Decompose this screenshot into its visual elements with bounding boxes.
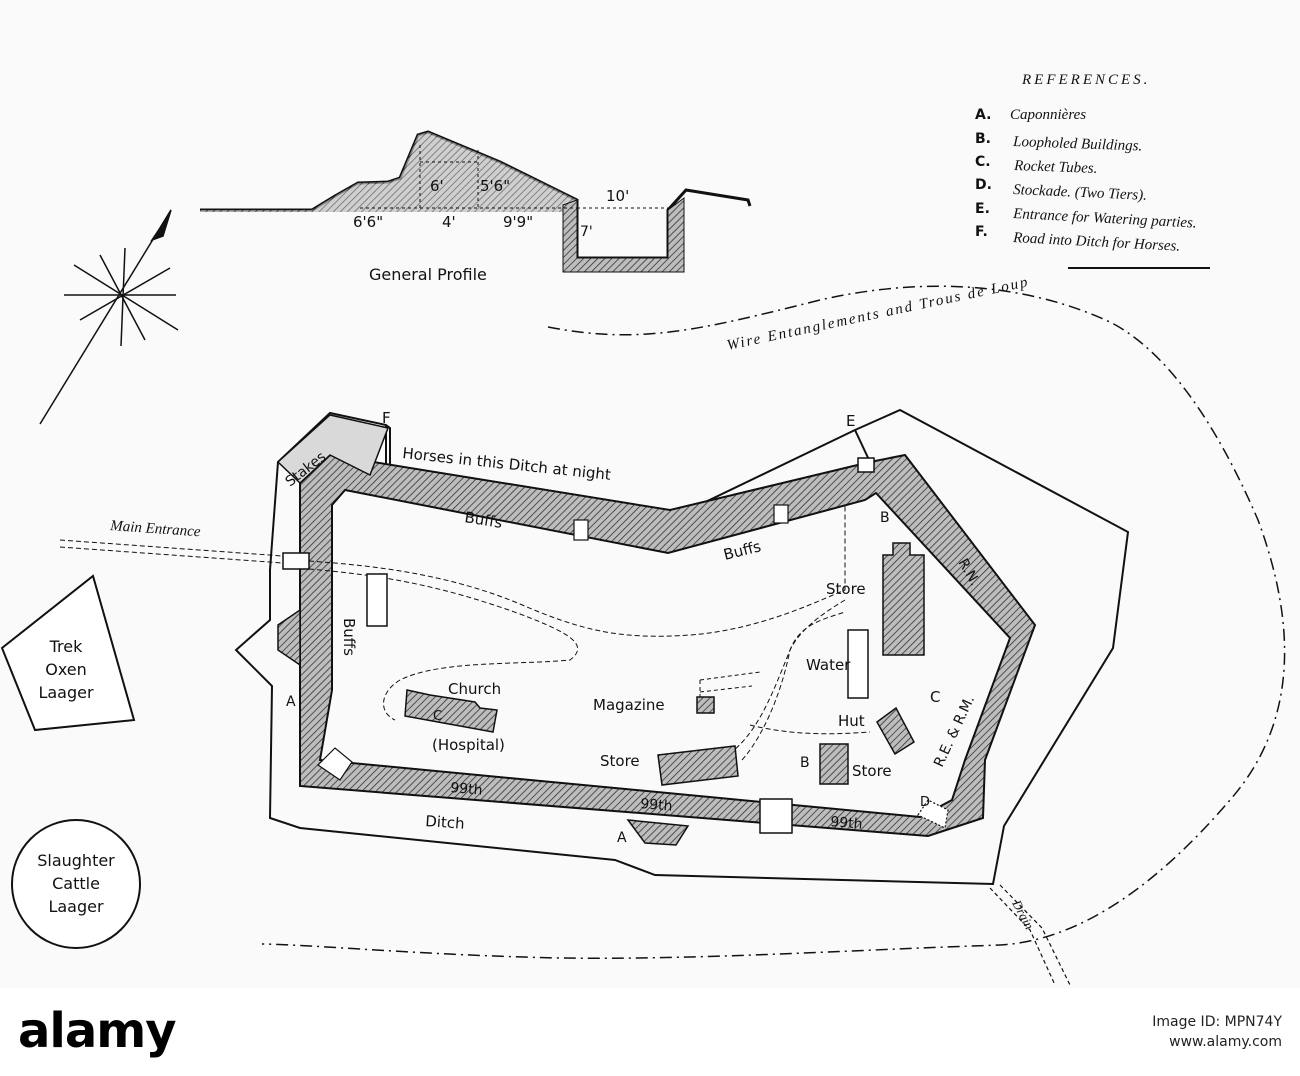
trek-laager-line3: Laager bbox=[38, 683, 94, 702]
drain-line bbox=[989, 887, 1056, 986]
svg-text:D.: D. bbox=[975, 177, 992, 193]
slaughter-laager-line3: Laager bbox=[48, 897, 104, 916]
label-99th-middle: 99th bbox=[640, 796, 673, 815]
ref-item-b: B. Loopholed Buildings. bbox=[975, 131, 1143, 155]
caponniere-south bbox=[626, 819, 690, 846]
store-building-south bbox=[657, 745, 739, 786]
water-tank bbox=[847, 629, 869, 699]
dim-4ft: 4' bbox=[442, 213, 456, 231]
label-99th-east: 99th bbox=[830, 814, 863, 833]
svg-text:Stockade. (Two Tiers).: Stockade. (Two Tiers). bbox=[1013, 182, 1147, 204]
watermark-site: www.alamy.com bbox=[1169, 1034, 1282, 1050]
drain-label: Drain bbox=[1009, 896, 1037, 931]
water-label: Water bbox=[806, 656, 851, 674]
main-entrance-label: Main Entrance bbox=[109, 518, 202, 540]
ref-item-d: D. Stockade. (Two Tiers). bbox=[975, 177, 1147, 204]
ref-item-c: C. Rocket Tubes. bbox=[975, 154, 1098, 177]
dim-5ft6: 5'6" bbox=[480, 177, 510, 195]
compass-rose bbox=[39, 209, 179, 425]
label-99th-west: 99th bbox=[450, 780, 483, 799]
watering-entrance-gap bbox=[857, 457, 875, 473]
ditch-outer-outline bbox=[234, 408, 1130, 886]
svg-text:Road into Ditch for Horses.: Road into Ditch for Horses. bbox=[1012, 230, 1181, 255]
label-d: D bbox=[920, 795, 930, 810]
label-b-south: B bbox=[800, 755, 810, 771]
slaughter-laager-line2: Cattle bbox=[52, 874, 100, 893]
trek-oxen-laager bbox=[0, 574, 136, 732]
label-e: E bbox=[846, 412, 855, 430]
watermark-logo: alamy bbox=[18, 1003, 177, 1059]
hospital-label: (Hospital) bbox=[432, 736, 505, 754]
label-c-east: C bbox=[930, 688, 940, 706]
dim-9ft9: 9'9" bbox=[503, 213, 533, 231]
ref-item-e: E. Entrance for Watering parties. bbox=[975, 201, 1197, 232]
wire-entanglement-label: Wire Entanglements and Trous de Loup bbox=[726, 274, 1031, 354]
store-building-north bbox=[882, 542, 925, 656]
hut-label: Hut bbox=[838, 712, 865, 730]
store-label-south: Store bbox=[600, 752, 640, 770]
buffs-label-north-west: Buffs bbox=[463, 508, 503, 532]
label-a-south: A bbox=[617, 830, 627, 846]
slaughter-cattle-laager bbox=[11, 819, 141, 949]
slaughter-laager-line1: Slaughter bbox=[37, 851, 115, 870]
store-label-north: Store bbox=[826, 580, 866, 598]
trek-laager-line2: Oxen bbox=[45, 660, 87, 679]
rocket-tube-sw bbox=[317, 747, 353, 781]
dim-7ft: 7' bbox=[580, 224, 593, 240]
magazine-label: Magazine bbox=[593, 696, 665, 714]
watermark-info: Image ID: MPN74Y www.alamy.com bbox=[1152, 1012, 1282, 1052]
magazine-building bbox=[696, 696, 715, 714]
west-building bbox=[366, 573, 388, 627]
label-b-north: B bbox=[880, 510, 890, 526]
svg-text:B.: B. bbox=[975, 131, 991, 147]
ref-item-a: A. Caponnières bbox=[975, 107, 1086, 123]
rampart bbox=[299, 453, 1037, 838]
store-building-east bbox=[819, 743, 849, 785]
trek-laager-line1: Trek bbox=[49, 637, 83, 656]
dim-6ft: 6' bbox=[430, 177, 444, 195]
profile-title: General Profile bbox=[369, 265, 487, 284]
store-label-east: Store bbox=[852, 762, 892, 780]
stakes-area bbox=[276, 414, 390, 485]
svg-text:F.: F. bbox=[975, 224, 988, 240]
svg-text:Caponnières: Caponnières bbox=[1010, 107, 1086, 123]
svg-text:E.: E. bbox=[975, 201, 990, 217]
references-legend: REFERENCES. A. Caponnières B. Loopholed … bbox=[975, 72, 1210, 269]
svg-text:Entrance for Watering parties.: Entrance for Watering parties. bbox=[1012, 206, 1197, 232]
dim-6ft6: 6'6" bbox=[353, 213, 383, 231]
rampart-building-99th bbox=[759, 798, 793, 834]
svg-text:Rocket Tubes.: Rocket Tubes. bbox=[1013, 158, 1098, 177]
label-f: F bbox=[382, 409, 391, 427]
stockade bbox=[917, 799, 949, 829]
label-c-church: C bbox=[433, 709, 442, 724]
wire-entanglement-line bbox=[261, 285, 1286, 960]
main-entrance-gap bbox=[282, 552, 310, 570]
caponniere-west bbox=[277, 608, 301, 667]
watermark-image-id: Image ID: MPN74Y bbox=[1152, 1014, 1282, 1030]
church-label: Church bbox=[448, 680, 501, 698]
ditch-label: Ditch bbox=[425, 812, 466, 833]
label-a-west: A bbox=[286, 694, 296, 710]
svg-text:A.: A. bbox=[975, 107, 991, 123]
buffs-label-north-east: Buffs bbox=[722, 537, 763, 564]
svg-text:Loopholed Buildings.: Loopholed Buildings. bbox=[1012, 134, 1143, 155]
map-drawing: REFERENCES. A. Caponnières B. Loopholed … bbox=[0, 72, 1286, 986]
references-title: REFERENCES. bbox=[1021, 72, 1150, 88]
hut-building bbox=[876, 706, 915, 756]
buffs-label-west: Buffs bbox=[340, 618, 358, 656]
church-hospital-building bbox=[404, 689, 498, 733]
dim-10ft: 10' bbox=[606, 187, 629, 205]
svg-text:C.: C. bbox=[975, 154, 991, 170]
general-profile: 6' 5'6" 10' 6'6" 4' 9'9" 7' General Prof… bbox=[200, 130, 752, 284]
watermark-bar bbox=[0, 988, 1300, 1076]
